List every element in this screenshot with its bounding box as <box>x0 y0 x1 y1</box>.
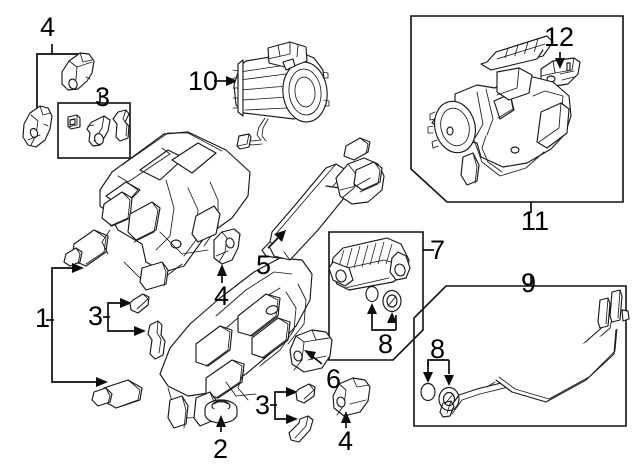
oring-seal-pair-box7 <box>365 285 402 313</box>
rear-heater-unit <box>427 67 572 186</box>
actuator-motor-upper-left2 <box>22 105 53 148</box>
ref-num-11: 11 <box>521 206 550 236</box>
link-rod-pair-bottom <box>288 383 316 443</box>
ref-num-4-bot: 4 <box>338 426 354 456</box>
heater-core-box <box>328 231 434 361</box>
ref-num-8-box9: 8 <box>430 334 446 364</box>
heater-core <box>328 237 411 291</box>
blower-motor-assembly <box>232 41 330 150</box>
grommet-part <box>204 399 238 424</box>
rear-heater-unit-box <box>410 15 624 213</box>
ref-4-mid-leader <box>217 264 227 283</box>
ref-num-4-mid: 4 <box>214 281 230 311</box>
ref-num-7: 7 <box>430 235 446 265</box>
ref-1-leader <box>46 263 108 387</box>
actuator-motor-mid <box>213 228 241 265</box>
ref-num-2: 2 <box>213 434 229 464</box>
linkage-detail-box <box>57 92 131 159</box>
heater-case-lower <box>91 257 313 429</box>
evaporator-core <box>261 137 385 261</box>
heater-pipe-box <box>413 276 630 427</box>
heater-pipe-assembly <box>439 289 630 418</box>
filter-mesh-part <box>480 35 554 71</box>
ref-num-5: 5 <box>256 250 272 280</box>
actuator-motor-upper-left <box>61 52 95 91</box>
ref-num-3-top: 3 <box>95 82 111 112</box>
ref-6-leader <box>304 350 323 365</box>
ref-num-10: 10 <box>188 66 219 96</box>
ref-2-leader <box>216 415 226 432</box>
ref-3-mid-leader <box>103 298 146 336</box>
ref-num-6: 6 <box>326 364 342 394</box>
ref-num-9: 9 <box>521 268 537 298</box>
ref-10-leader <box>214 76 238 86</box>
ref-num-12: 12 <box>544 22 575 52</box>
oring-seal-pair-box9 <box>420 382 460 412</box>
ref-5-leader <box>267 230 286 249</box>
heater-case-upper <box>63 131 251 291</box>
ref-num-3-mid: 3 <box>88 301 104 331</box>
ref-3-bot-leader <box>270 387 298 424</box>
ref-4-bot-leader <box>341 411 351 428</box>
link-rod-pair-mid <box>129 293 166 360</box>
ref-num-1: 1 <box>35 303 51 333</box>
actuator-motor-bottom <box>332 377 371 417</box>
ref-num-3-bot: 3 <box>255 390 271 420</box>
ref-num-4-top: 4 <box>40 12 56 42</box>
ref-num-8-box7: 8 <box>378 329 394 359</box>
servo-motor-part <box>289 329 333 373</box>
